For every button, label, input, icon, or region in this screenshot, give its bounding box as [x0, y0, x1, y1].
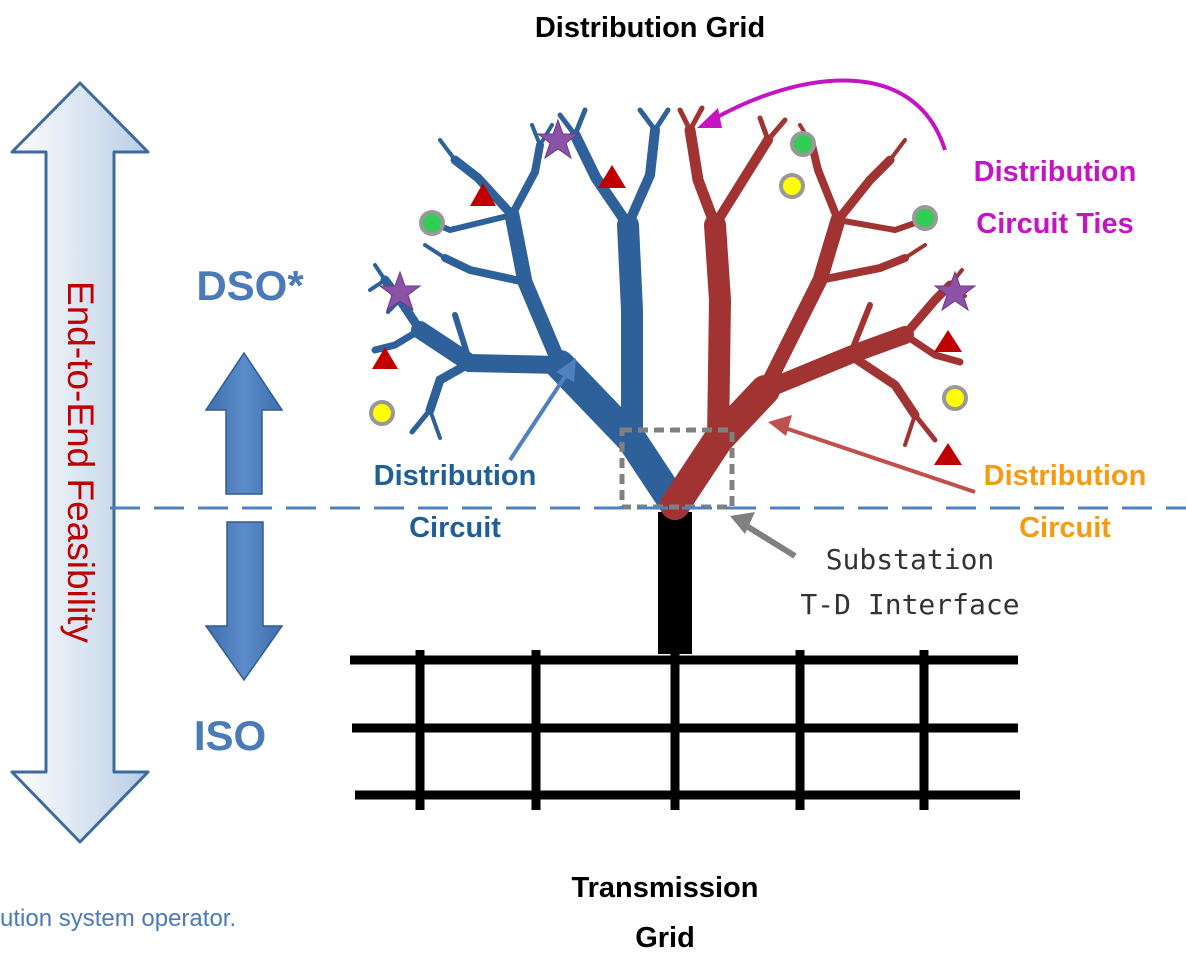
- red-triangle-icon: [372, 347, 398, 369]
- red-distribution-tree: [660, 105, 967, 520]
- feasibility-double-arrow: [10, 81, 150, 844]
- dso-label: DSO*: [196, 262, 304, 309]
- transmission-grid-label-line2: Grid: [635, 922, 695, 954]
- substation-pointer: [743, 522, 797, 559]
- green-circle-icon: [419, 210, 445, 236]
- green-circle-icon: [790, 131, 816, 157]
- left-circuit-pointer: [508, 370, 570, 462]
- circuit-ties-label-line2: Circuit Ties: [976, 208, 1134, 240]
- substation-pointer-head: [730, 512, 755, 534]
- circuit-tie-arrowhead: [697, 108, 722, 128]
- yellow-circle-icon: [369, 400, 395, 426]
- blue-distribution-tree: [368, 107, 690, 520]
- yellow-circle-icon: [779, 173, 805, 199]
- distribution-grid-title: Distribution Grid: [534, 12, 766, 44]
- red-triangle-icon: [934, 443, 962, 465]
- purple-star-icon: [378, 270, 422, 312]
- dso-up-arrow: [204, 351, 284, 495]
- circuit-tie-arrow: [711, 78, 947, 151]
- red-triangle-icon: [470, 183, 496, 206]
- footnote-text: ution system operator.: [0, 905, 237, 932]
- right-circuit-label-line1: Distribution: [983, 460, 1147, 492]
- right-circuit-pointer: [784, 426, 976, 494]
- circuit-ties-label-line1: Distribution: [973, 156, 1137, 188]
- right-circuit-pointer-head: [768, 415, 792, 436]
- substation-trunk: [658, 512, 692, 654]
- red-triangle-icon: [598, 165, 626, 188]
- left-circuit-label-line2: Circuit: [409, 512, 501, 544]
- purple-star-icon: [933, 270, 977, 312]
- green-circle-icon: [912, 205, 938, 231]
- substation-dotted-box: [619, 427, 735, 510]
- left-circuit-label-line1: Distribution: [373, 460, 537, 492]
- right-circuit-label-line2: Circuit: [1019, 512, 1111, 544]
- transmission-grid: [350, 650, 1020, 810]
- substation-label-line2: T-D Interface: [800, 588, 1020, 621]
- red-triangle-icon: [934, 330, 962, 352]
- iso-label: ISO: [193, 712, 267, 759]
- purple-star-icon: [536, 118, 580, 160]
- iso-down-arrow: [204, 521, 284, 682]
- left-circuit-pointer-head: [556, 358, 576, 382]
- yellow-circle-icon: [942, 385, 968, 411]
- substation-label-line1: Substation: [825, 543, 995, 576]
- feasibility-label: End-to-End Feasibility: [60, 281, 101, 643]
- transmission-grid-label-line1: Transmission: [571, 872, 759, 904]
